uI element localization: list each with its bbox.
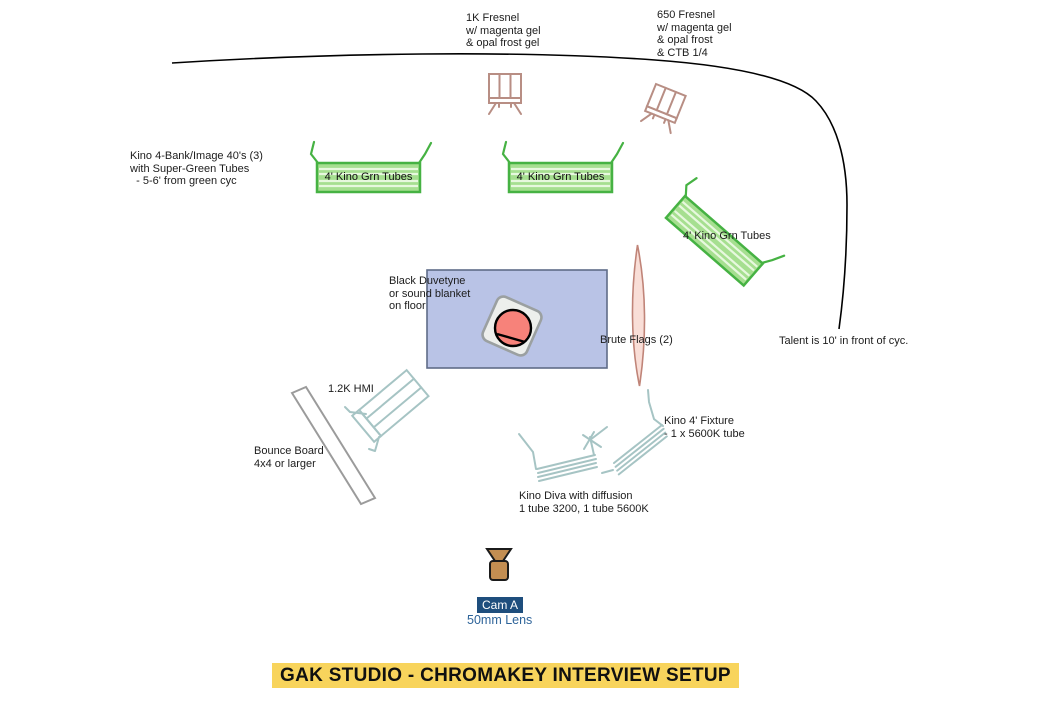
label-650-fresnel: 650 Fresnel w/ magenta gel & opal frost …: [657, 9, 732, 59]
fresnel-650-icon: [640, 83, 687, 135]
brute-flag-icon: [631, 244, 646, 387]
kino-4ft-icon: [601, 389, 668, 476]
lens-label: 50mm Lens: [467, 613, 533, 627]
kino-bank-2-icon: [501, 140, 625, 194]
camera-icon: [485, 548, 513, 581]
label-1k-fresnel: 1K Fresnel w/ magenta gel & opal frost g…: [466, 12, 541, 49]
page-title: GAK STUDIO - CHROMAKEY INTERVIEW SETUP: [272, 663, 739, 688]
kino-diva-icon: [518, 426, 608, 482]
cyc-wall-line: [171, 53, 848, 330]
label-kino-tubes-3: 4' Kino Grn Tubes: [683, 230, 771, 242]
label-kino-tubes-1: 4' Kino Grn Tubes: [324, 171, 413, 183]
label-kino-bank: Kino 4-Bank/Image 40's (3) with Super-Gr…: [130, 150, 263, 187]
label-talent-note: Talent is 10' in front of cyc.: [779, 335, 909, 347]
label-bounce-board: Bounce Board 4x4 or larger: [254, 445, 324, 470]
label-kino-diva: Kino Diva with diffusion 1 tube 3200, 1 …: [519, 490, 649, 515]
label-kino-4ft: Kino 4' Fixture - 1 x 5600K tube: [664, 415, 745, 440]
bounce-board-icon: [290, 385, 377, 506]
label-duvetyne: Black Duvetyne or sound blanket on floor: [389, 275, 471, 312]
fresnel-1k-icon: [488, 73, 522, 115]
kino-bank-1-icon: [309, 140, 433, 194]
label-hmi: 1.2K HMI: [328, 383, 374, 395]
cam-a-tag: Cam A: [477, 597, 524, 613]
label-brute-flags: Brute Flags (2): [600, 334, 673, 346]
chair-icon: [481, 295, 543, 357]
label-kino-tubes-2: 4' Kino Grn Tubes: [516, 171, 605, 183]
hmi-icon: [344, 368, 430, 452]
